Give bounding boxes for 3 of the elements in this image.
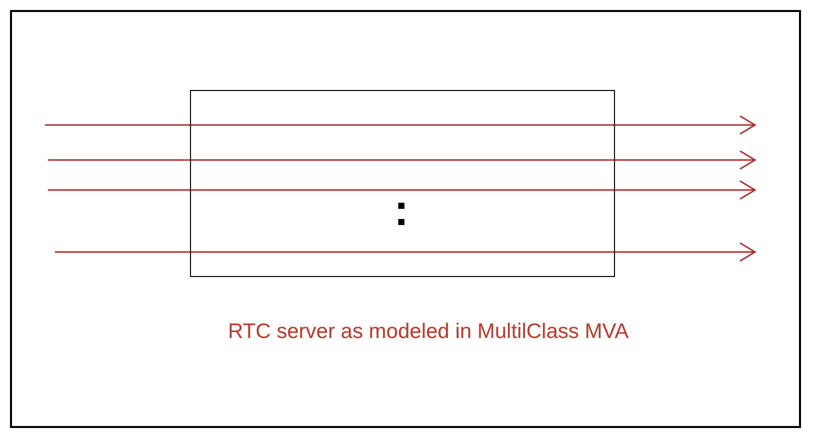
ellipsis-mark: : bbox=[394, 189, 409, 233]
server-box bbox=[190, 90, 615, 277]
caption: RTC server as modeled in MultilClass MVA bbox=[228, 319, 630, 345]
